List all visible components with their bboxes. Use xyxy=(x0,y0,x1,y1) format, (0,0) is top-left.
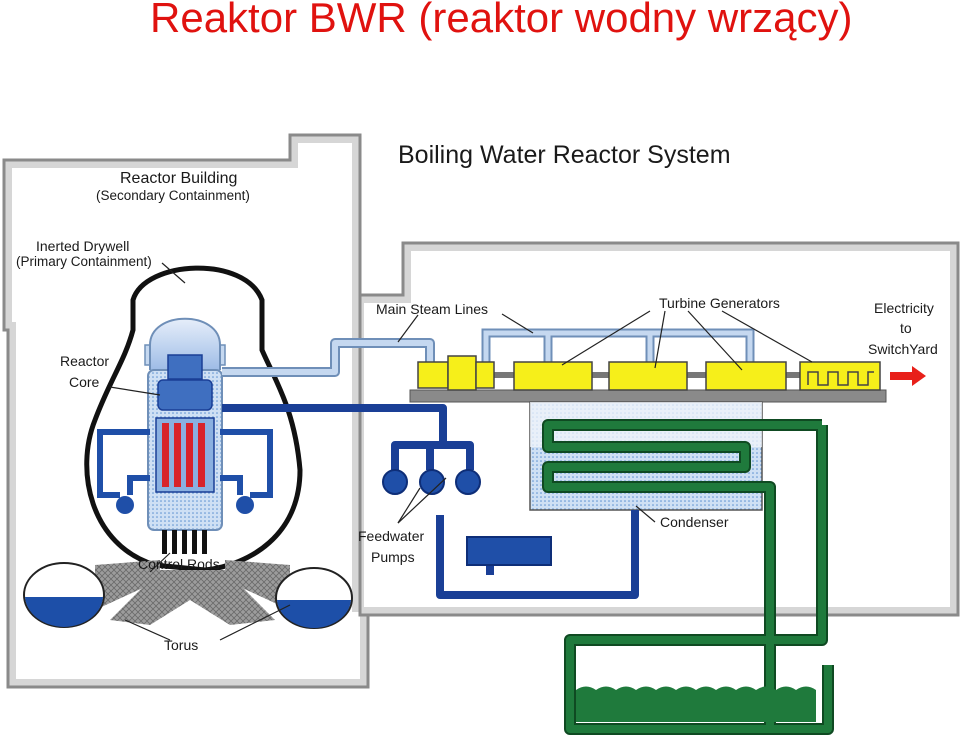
slide-title: Reaktor BWR (reaktor wodny wrzący) xyxy=(150,0,853,41)
recirc-pump-left xyxy=(116,496,134,514)
label-control-rods: Control Rods xyxy=(138,556,220,572)
label-electricity: Electricity xyxy=(874,300,934,316)
generator xyxy=(799,361,881,391)
label-condenser: Condenser xyxy=(660,514,729,530)
label-pumps: Pumps xyxy=(371,549,415,565)
label-reactor-building: Reactor Building xyxy=(120,170,237,187)
recirculation-loops xyxy=(97,429,273,498)
diagram-title: Boiling Water Reactor System xyxy=(398,141,731,169)
label-turbine-generators: Turbine Generators xyxy=(659,295,780,311)
label-torus: Torus xyxy=(164,637,198,653)
label-reactor: Reactor xyxy=(60,353,109,369)
label-inerted-drywell: Inerted Drywell xyxy=(36,238,129,254)
torus xyxy=(23,560,353,629)
electricity-arrow xyxy=(890,366,926,386)
label-to: to xyxy=(900,320,912,336)
label-secondary-containment: (Secondary Containment) xyxy=(96,188,250,203)
recirc-pump-right xyxy=(236,496,254,514)
leader-lines xyxy=(109,262,813,641)
label-core: Core xyxy=(69,374,100,390)
condenser xyxy=(529,401,763,511)
label-feedwater: Feedwater xyxy=(358,528,424,544)
cooling-water-basin xyxy=(576,686,816,722)
turbine-deck xyxy=(409,389,887,403)
turbine-generators xyxy=(417,355,787,391)
label-switchyard: SwitchYard xyxy=(868,341,938,357)
feedwater-heater xyxy=(466,536,552,566)
fuel-rods xyxy=(162,423,205,487)
label-main-steam-lines: Main Steam Lines xyxy=(376,301,488,317)
label-primary-containment: (Primary Containment) xyxy=(16,254,152,269)
feedwater-pumps xyxy=(382,469,481,495)
reactor-vessel xyxy=(144,317,226,554)
